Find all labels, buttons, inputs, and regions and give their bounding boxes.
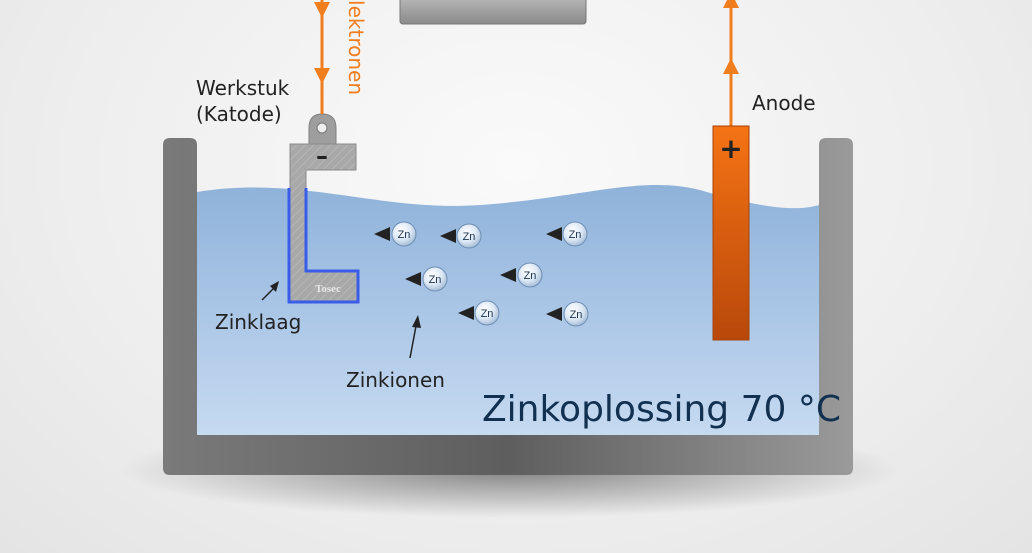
anode-sign: + (719, 132, 742, 165)
cathode-sign: – (316, 142, 328, 170)
anode: + (712, 0, 750, 341)
zinc-layer-pointer (261, 281, 279, 301)
zinc-ion: Zn (500, 262, 543, 288)
zinc-layer-label: Zinklaag (215, 310, 301, 334)
zinc-ion: Zn (458, 300, 500, 326)
zinc-ion: Zn (405, 266, 448, 292)
zinc-ions: Zn Zn Zn Zn Zn Zn Zn (374, 221, 589, 327)
zinc-ion: Zn (546, 301, 589, 327)
anode-label: Anode (752, 91, 816, 115)
zinc-layer (287, 188, 360, 304)
svg-text:Zn: Zn (398, 229, 411, 241)
zinc-solution-liquid (197, 185, 819, 435)
zinc-ion: Zn (374, 221, 417, 247)
zinc-ion: Zn (546, 221, 588, 247)
busbar (399, 0, 587, 25)
tank (163, 138, 853, 475)
workpiece-label-line1: Werkstuk (196, 76, 290, 100)
electrons-label: Elektronen (344, 0, 368, 95)
svg-text:Zn: Zn (570, 309, 583, 321)
svg-text:Zn: Zn (463, 231, 476, 243)
zinc-ion: Zn (440, 223, 482, 249)
zinc-ions-label: Zinkionen (346, 368, 445, 392)
electron-flow-arrow (314, 0, 330, 114)
svg-text:Zn: Zn (429, 274, 442, 286)
solution-label: Zinkoplossing 70 °C (482, 389, 841, 430)
brand-logo: Tosec (315, 283, 341, 295)
svg-text:Zn: Zn (481, 308, 494, 320)
svg-text:Zn: Zn (569, 229, 582, 241)
svg-text:Zn: Zn (524, 270, 537, 282)
cathode-workpiece: – Tosec (287, 113, 360, 304)
zinc-ions-pointer (409, 315, 421, 359)
workpiece-label-line2: (Katode) (196, 102, 282, 126)
